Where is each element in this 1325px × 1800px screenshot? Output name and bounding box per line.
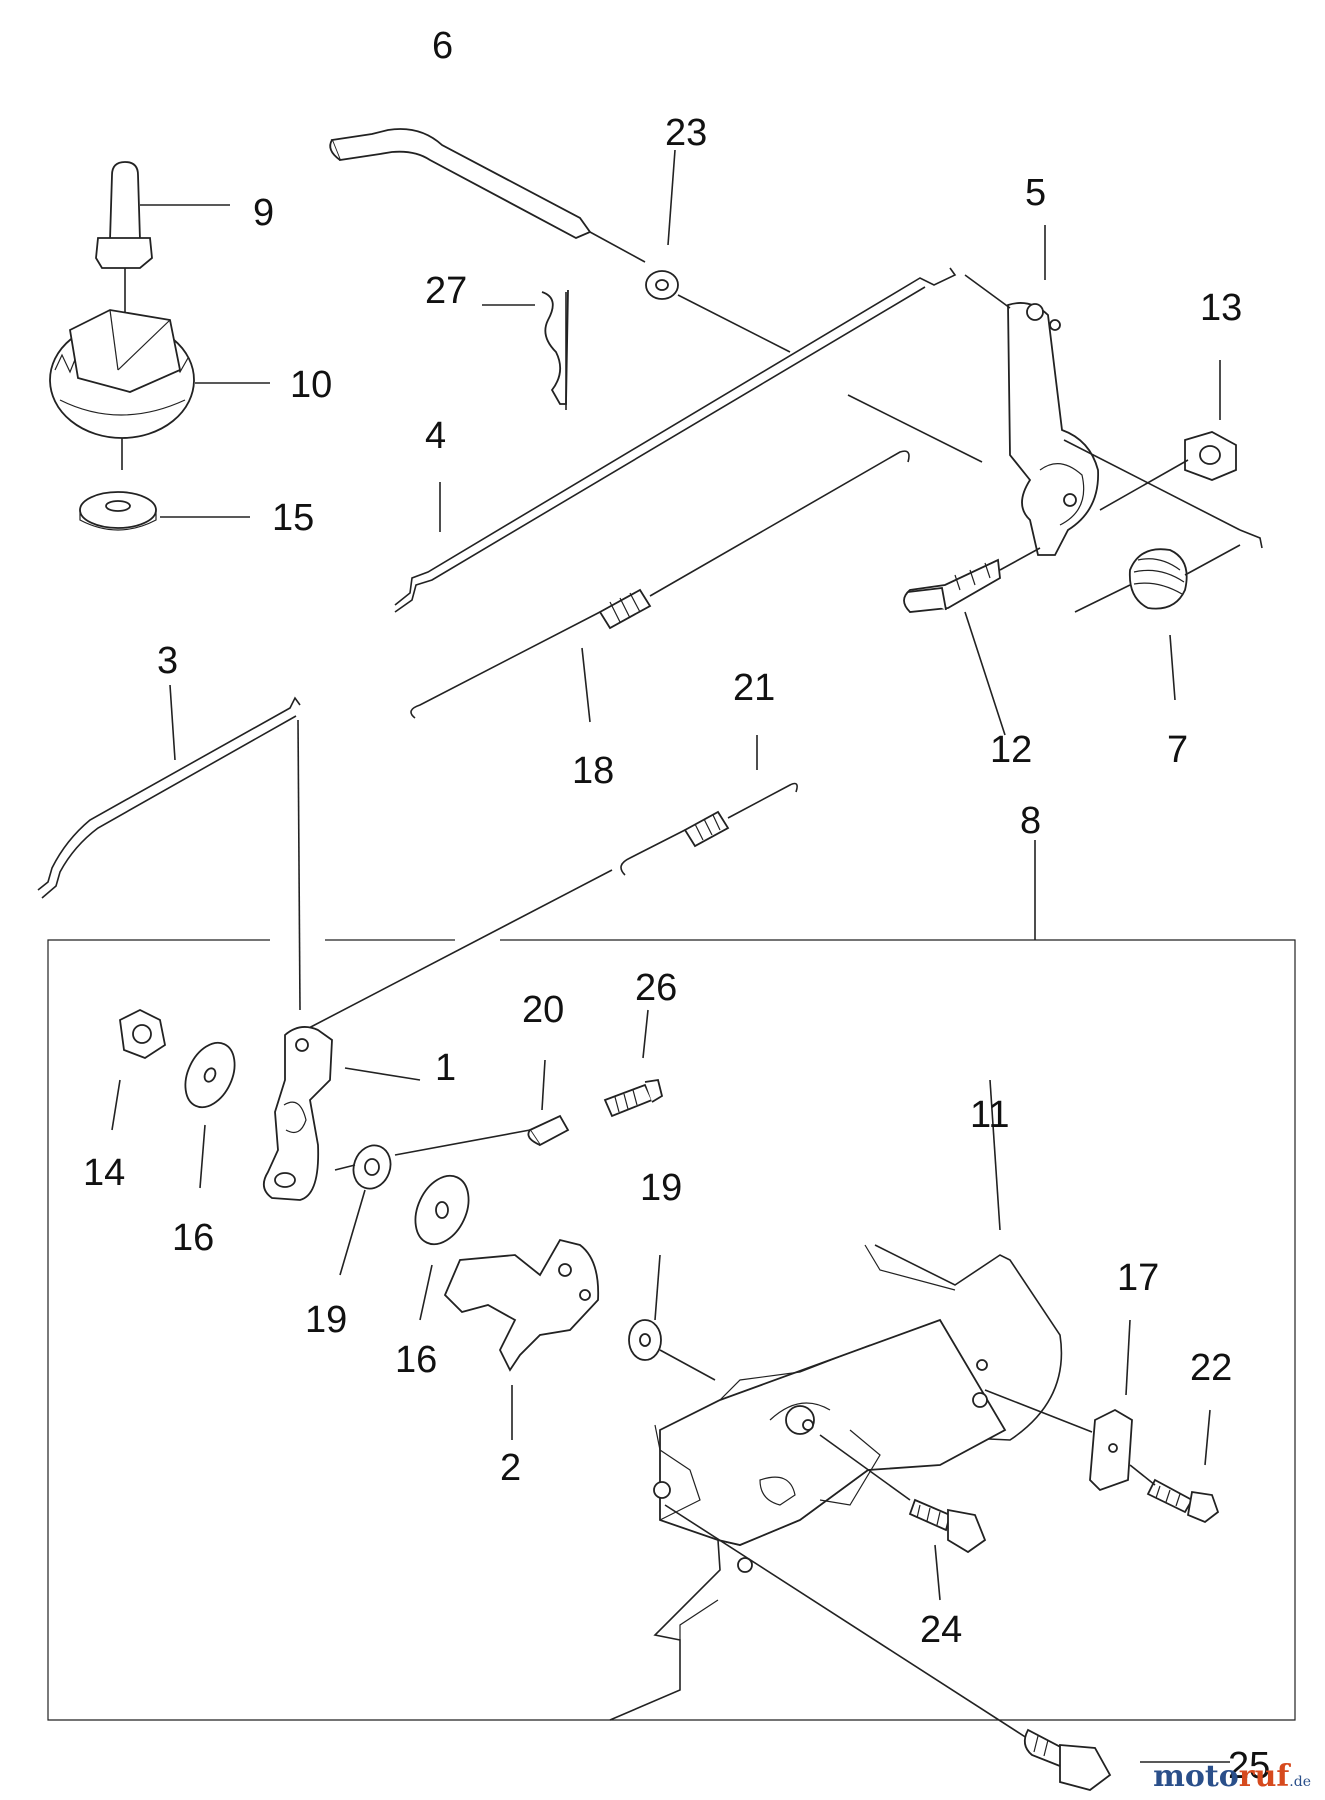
part-16-washer-middle — [414, 1174, 470, 1246]
part-16-washer-left — [184, 1041, 236, 1109]
callout-5: 5 — [1025, 172, 1046, 214]
part-18-spring-rod — [410, 450, 910, 719]
part-27-gasket — [541, 289, 569, 405]
part-17-clip — [1089, 1408, 1133, 1492]
part-20-pin — [527, 1114, 570, 1147]
watermark-logo: motoruf.de — [1153, 1759, 1311, 1794]
part-1-lever — [262, 1026, 333, 1201]
callout-12: 12 — [990, 729, 1032, 771]
part-19-washer-right — [628, 1319, 662, 1361]
callout-10: 10 — [290, 364, 332, 406]
callout-19-left: 19 — [305, 1299, 347, 1341]
part-14-nut — [119, 1008, 167, 1060]
part-15-washer — [79, 491, 157, 531]
callout-22: 22 — [1190, 1347, 1232, 1389]
callout-23: 23 — [665, 112, 707, 154]
part-3-rod — [37, 696, 301, 899]
callout-2: 2 — [500, 1447, 521, 1489]
callout-17: 17 — [1117, 1257, 1159, 1299]
part-19-washer-left — [352, 1144, 392, 1190]
callout-25: 25 — [1228, 1745, 1270, 1787]
callout-20: 20 — [522, 989, 564, 1031]
callout-9: 9 — [253, 192, 274, 234]
part-25-bolt — [1023, 1728, 1112, 1791]
callout-19-right: 19 — [640, 1167, 682, 1209]
part-11-main-bracket — [609, 1244, 1063, 1721]
callout-6: 6 — [432, 25, 453, 67]
callout-21: 21 — [733, 667, 775, 709]
callout-8: 8 — [1020, 800, 1041, 842]
callout-15: 15 — [272, 497, 314, 539]
part-6-lever — [329, 128, 592, 239]
part-22-bolt — [1146, 1478, 1220, 1524]
part-2-link-plate — [443, 1238, 600, 1372]
part-10-gear — [49, 309, 195, 439]
part-12-bolt — [903, 558, 1001, 613]
callout-4: 4 — [425, 415, 446, 457]
part-24-bolt — [908, 1498, 987, 1554]
part-5-bracket — [1007, 302, 1099, 556]
part-9-cap — [95, 161, 153, 269]
part-4-rod — [394, 267, 957, 613]
callout-14: 14 — [83, 1152, 125, 1194]
part-13-nut — [1184, 431, 1237, 481]
callout-3: 3 — [157, 640, 178, 682]
callout-16-left: 16 — [172, 1217, 214, 1259]
callout-1: 1 — [435, 1047, 456, 1089]
callout-16-middle: 16 — [395, 1339, 437, 1381]
callout-13: 13 — [1200, 287, 1242, 329]
part-7-spring — [1128, 548, 1188, 610]
part-26-screw — [603, 1078, 664, 1118]
part-23-nut — [645, 270, 679, 300]
callout-27: 27 — [425, 270, 467, 312]
callout-7: 7 — [1167, 729, 1188, 771]
part-8-assembly-frame — [47, 939, 1296, 1721]
callout-26: 26 — [635, 967, 677, 1009]
callout-24: 24 — [920, 1609, 962, 1651]
part-21-spring — [620, 782, 798, 876]
callout-11: 11 — [970, 1094, 1009, 1136]
callout-18: 18 — [572, 750, 614, 792]
